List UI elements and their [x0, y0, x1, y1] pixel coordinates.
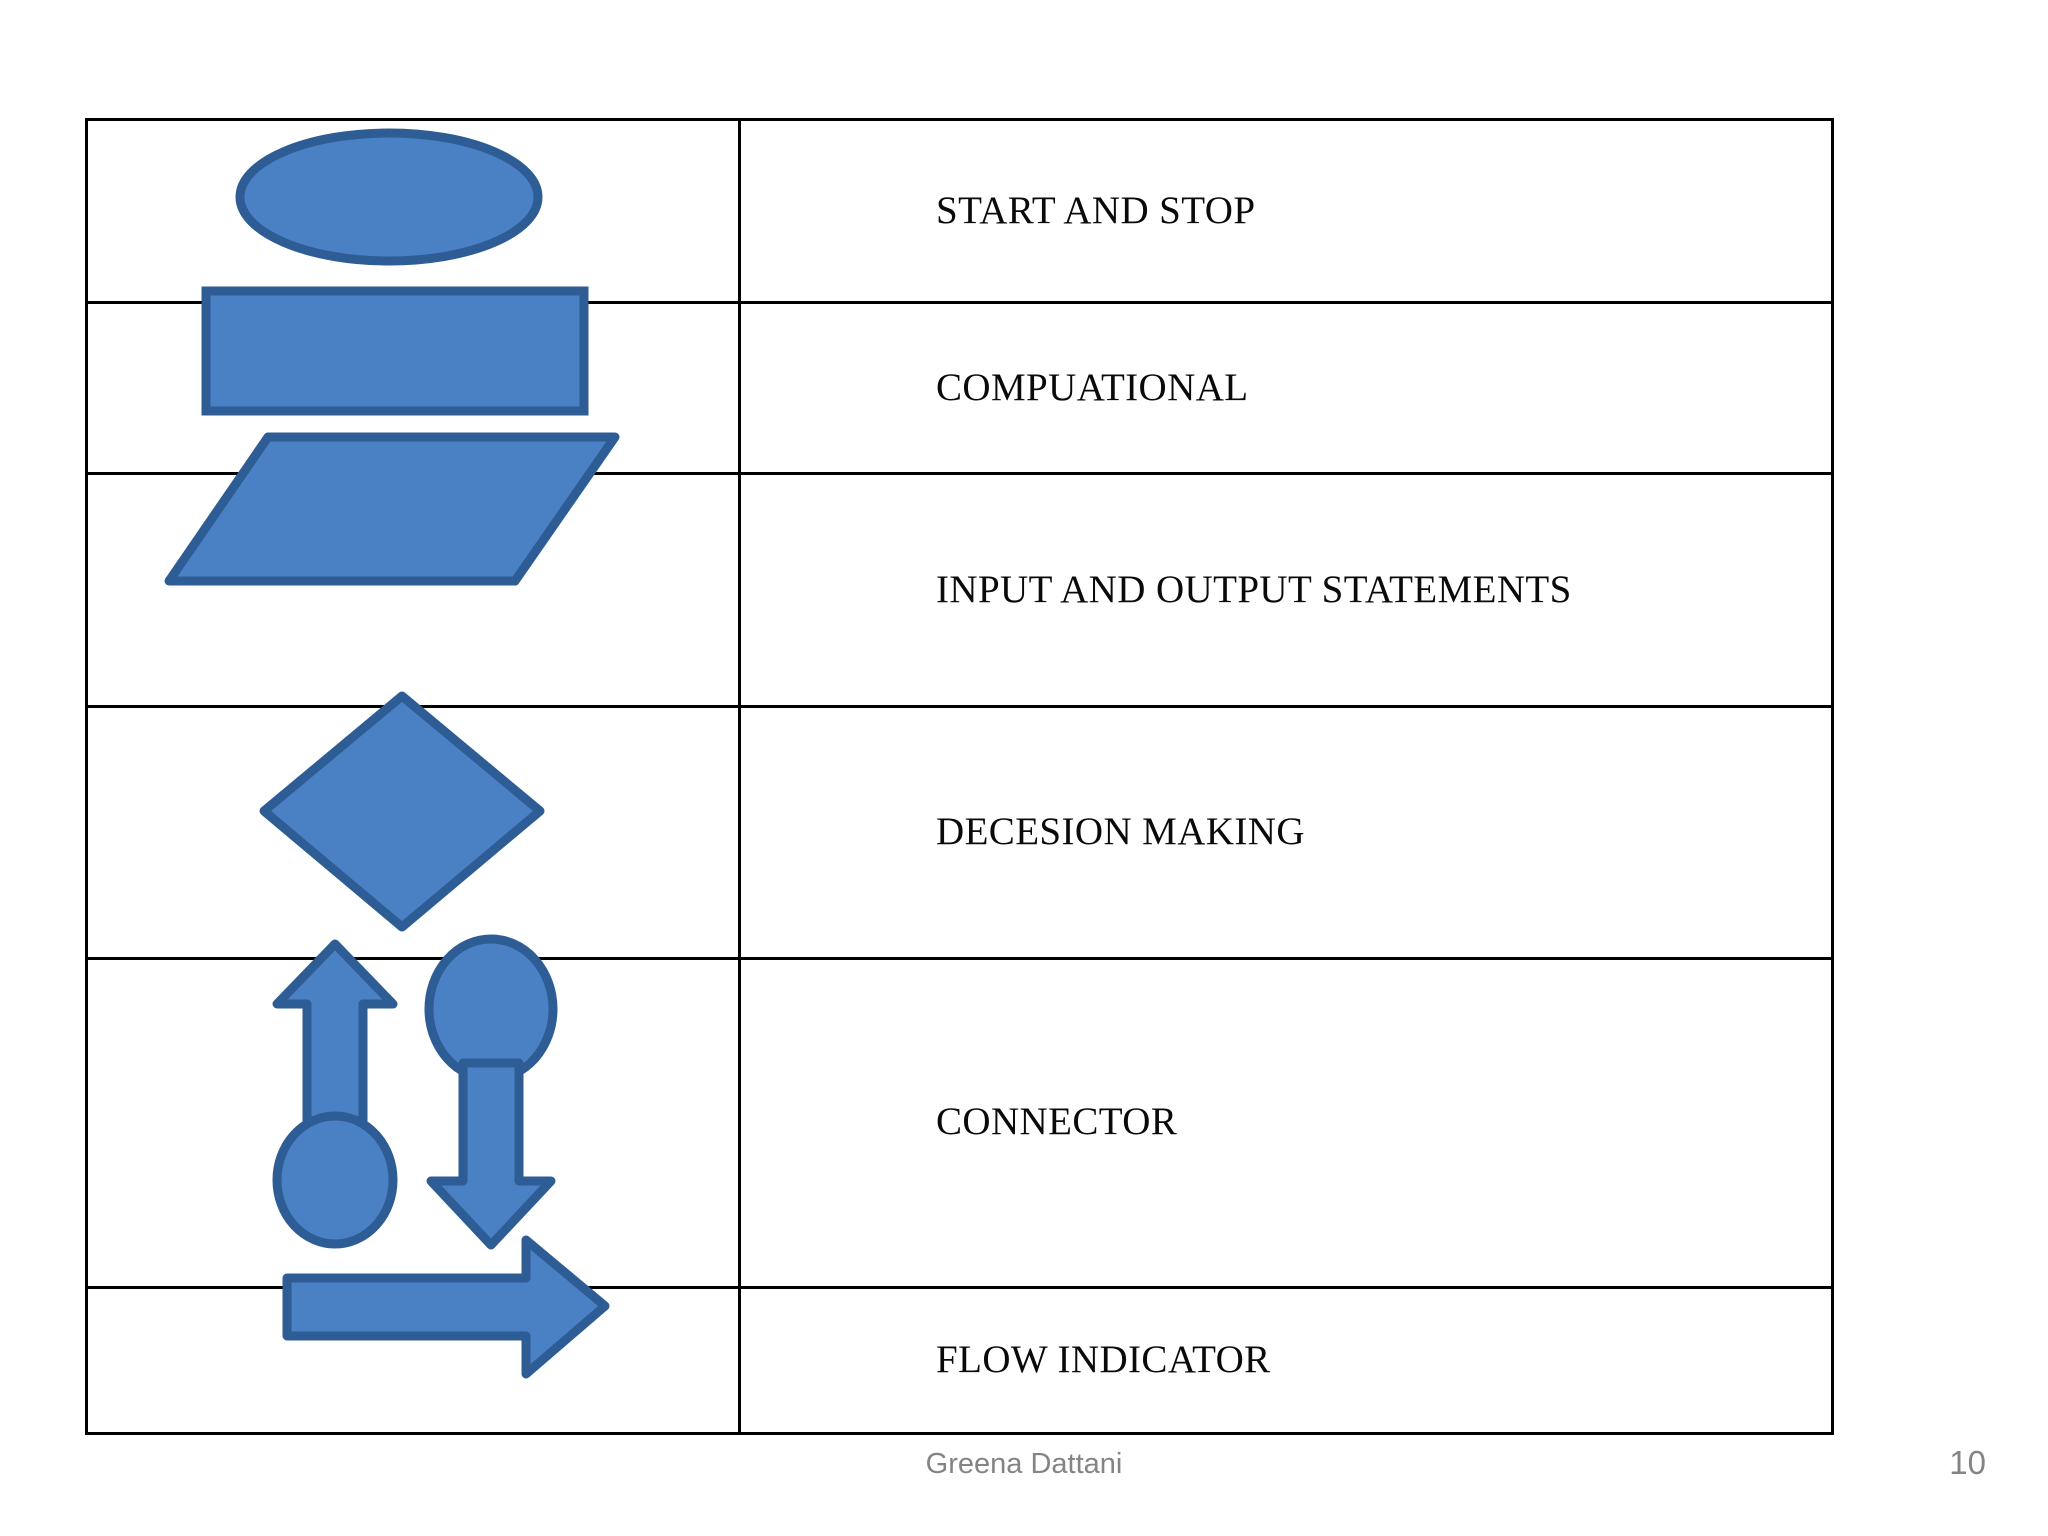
diamond-shape	[259, 691, 545, 932]
rectangle-shape	[201, 286, 589, 416]
symbol-label: CONNECTOR	[936, 1100, 1178, 1144]
table-row: INPUT AND OUTPUT STATEMENTS	[85, 432, 1834, 709]
connector-circle-down-arrow-shape	[424, 934, 558, 1250]
table-row: COMPUATIONAL	[85, 286, 1834, 475]
shape-cell-diamond	[85, 691, 741, 960]
symbol-label: COMPUATIONAL	[936, 365, 1249, 409]
symbol-label: DECESION MAKING	[936, 810, 1305, 854]
parallelogram-shape	[164, 432, 620, 586]
shape-cell-parallelogram	[85, 432, 741, 709]
label-cell-connector: CONNECTOR	[738, 956, 1834, 1289]
footer-page-number: 10	[1949, 1444, 1986, 1481]
footer-author-text: Greena Dattani	[925, 1448, 1123, 1480]
table-row: CONNECTOR	[85, 934, 1834, 1289]
label-cell-diamond: DECESION MAKING	[738, 705, 1834, 960]
label-cell-parallelogram: INPUT AND OUTPUT STATEMENTS	[738, 471, 1834, 709]
oval-shape	[235, 128, 543, 266]
shape-cell-oval	[85, 117, 741, 305]
table-row: FLOW INDICATOR	[85, 1235, 1834, 1436]
label-cell-oval: START AND STOP	[738, 117, 1834, 305]
shape-cell-right-arrow	[85, 1235, 741, 1436]
table-row: START AND STOP	[85, 117, 1834, 305]
label-cell-right-arrow: FLOW INDICATOR	[738, 1285, 1834, 1436]
connector-up-arrow-circle-shape	[272, 939, 398, 1249]
symbol-label: START AND STOP	[936, 188, 1256, 232]
flowchart-symbols-table: START AND STOP COMPUATIONAL	[85, 117, 1834, 1436]
table-row: DECESION MAKING	[85, 691, 1834, 960]
label-cell-rectangle: COMPUATIONAL	[738, 301, 1834, 475]
symbol-label: INPUT AND OUTPUT STATEMENTS	[936, 567, 1572, 611]
shape-cell-connector	[85, 934, 741, 1289]
symbol-label: FLOW INDICATOR	[936, 1337, 1271, 1381]
right-arrow-shape	[282, 1235, 610, 1379]
